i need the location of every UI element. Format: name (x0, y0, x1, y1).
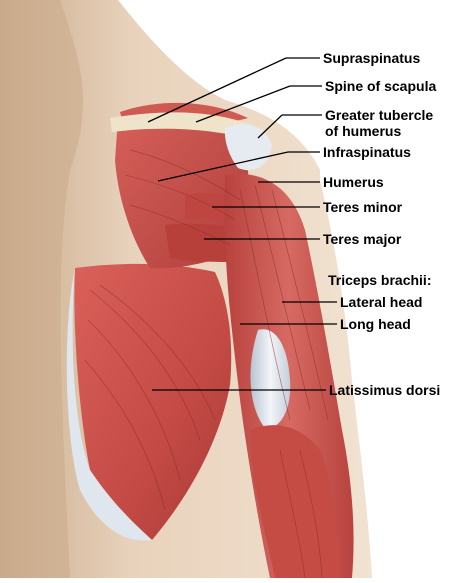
label-triceps-heading: Triceps brachii: (328, 272, 431, 288)
leader-greater-tubercle (258, 115, 282, 138)
label-supraspinatus: Supraspinatus (323, 50, 420, 66)
label-latissimus-dorsi: Latissimus dorsi (329, 382, 440, 398)
label-spine-of-scapula: Spine of scapula (325, 78, 436, 94)
label-teres-minor: Teres minor (323, 199, 402, 215)
label-long-head: Long head (340, 316, 411, 332)
leader-spine-of-scapula (196, 86, 290, 122)
label-greater-tubercle-line2: of humerus (325, 123, 433, 139)
label-teres-major: Teres major (323, 231, 401, 247)
label-greater-tubercle: Greater tubercle of humerus (325, 107, 433, 139)
label-lateral-head: Lateral head (340, 294, 422, 310)
leader-infraspinatus (158, 152, 288, 181)
leader-supraspinatus (148, 58, 286, 122)
label-infraspinatus: Infraspinatus (323, 144, 411, 160)
label-greater-tubercle-line1: Greater tubercle (325, 107, 433, 123)
label-humerus: Humerus (323, 174, 384, 190)
